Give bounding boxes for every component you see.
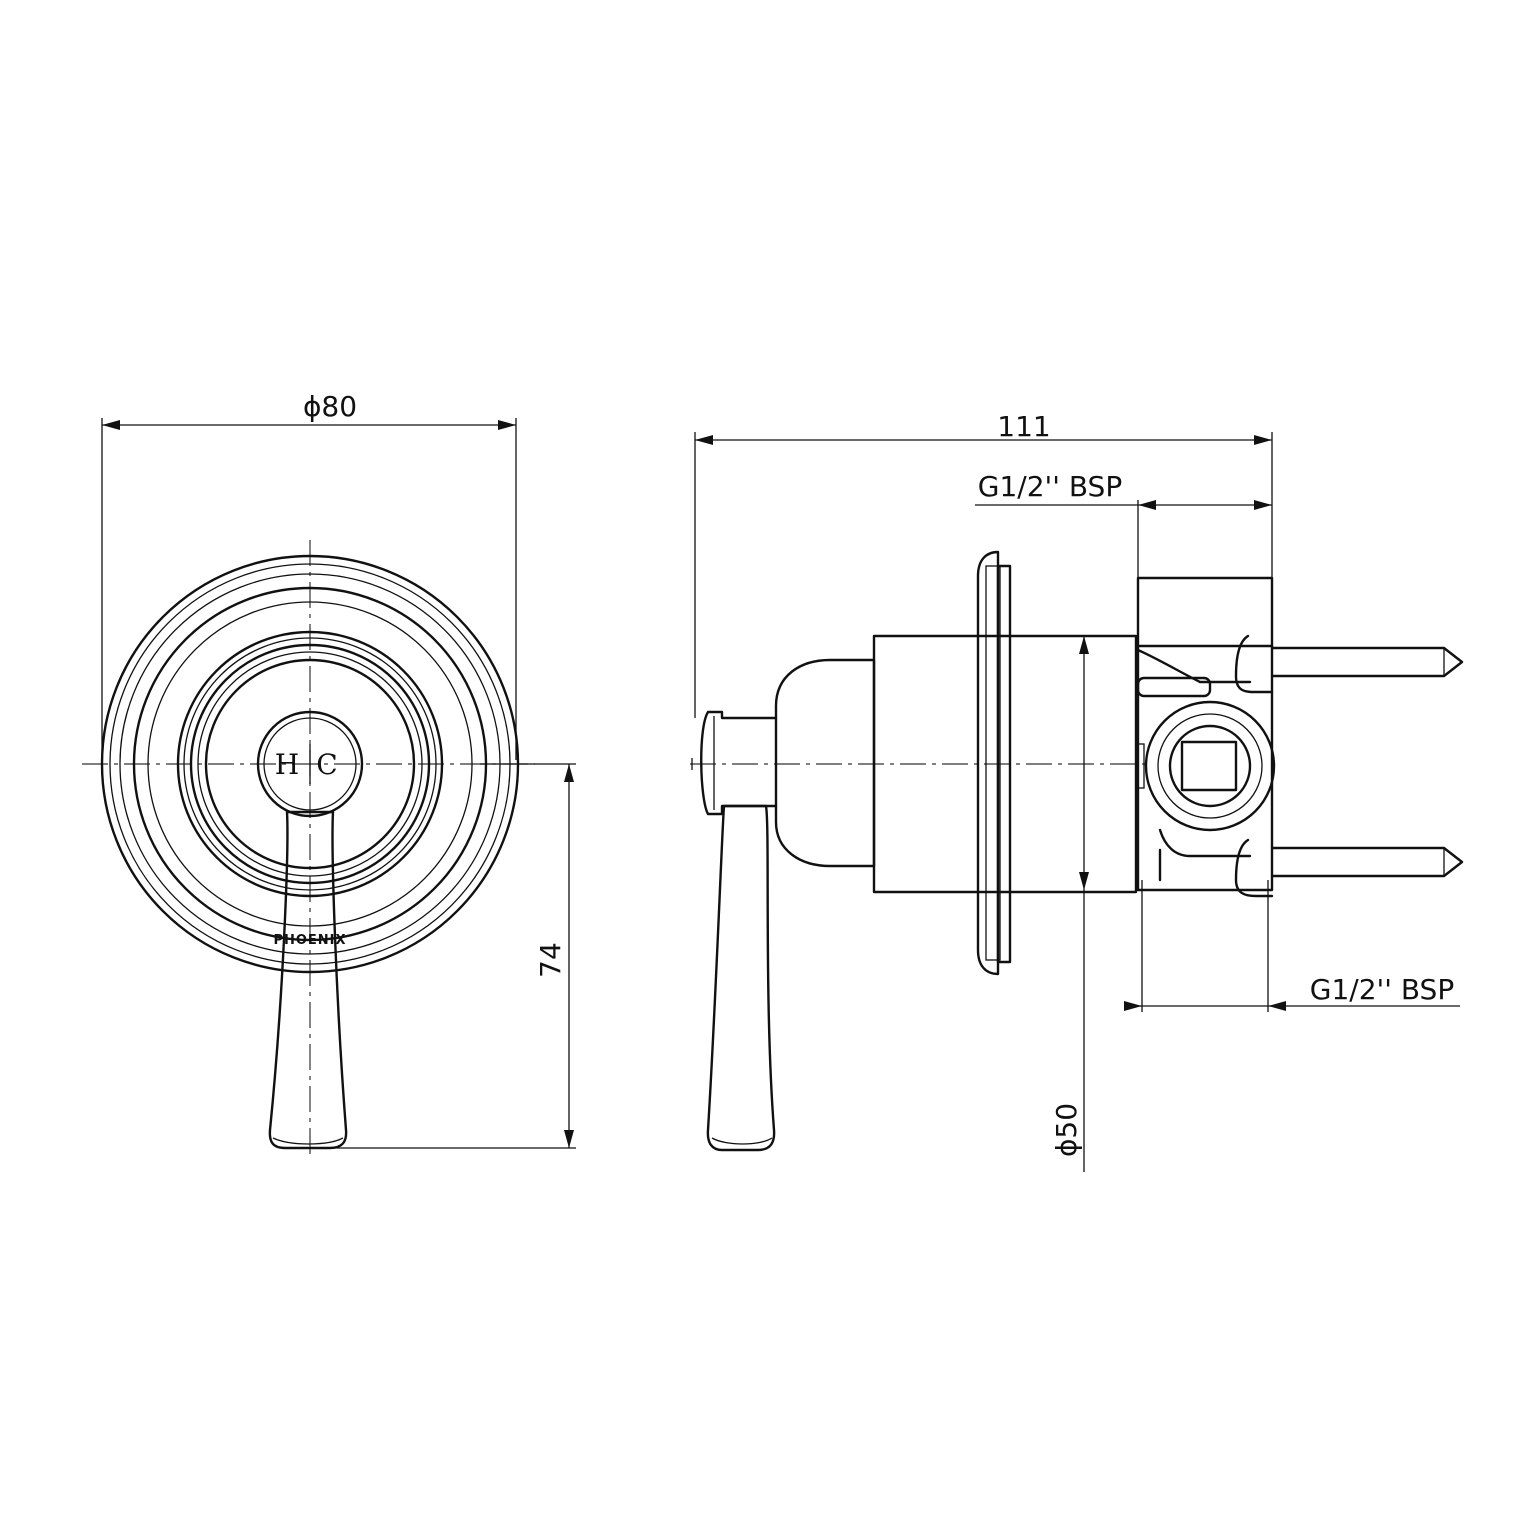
brand-mark: PHOENIX <box>273 933 346 948</box>
length-dimension: 111 <box>694 410 1273 718</box>
mixer-housing <box>1136 576 1276 892</box>
body-diameter-dimension: ϕ50 <box>1050 636 1089 1172</box>
front-view: H C PHOENIX ϕ80 74 <box>82 390 576 1158</box>
front-height-label: 74 <box>534 942 567 978</box>
dome-cover <box>774 658 876 868</box>
front-lever-handle <box>268 810 348 1150</box>
front-diameter-dimension: ϕ80 <box>101 390 517 760</box>
inlet-top-label: G1/2'' BSP <box>978 470 1122 503</box>
inlet-top-dimension: G1/2'' BSP <box>975 470 1272 578</box>
body-diameter-label: ϕ50 <box>1050 1103 1083 1157</box>
cold-label: C <box>316 748 337 781</box>
hub: H C <box>256 710 364 818</box>
length-label: 111 <box>997 410 1050 443</box>
side-lever <box>691 710 778 1152</box>
mounting-studs <box>1234 634 1464 898</box>
front-height-dimension: 74 <box>330 763 576 1149</box>
hot-label: H <box>275 748 299 781</box>
valve-body <box>872 634 1138 894</box>
side-view: 111 G1/2'' BSP G1/2'' BSP ϕ50 <box>690 410 1464 1172</box>
inlet-bottom-dimension: G1/2'' BSP <box>1124 880 1460 1012</box>
inlet-bottom-label: G1/2'' BSP <box>1310 973 1454 1006</box>
wall-flange <box>976 550 1012 976</box>
front-diameter-label: ϕ80 <box>303 390 357 423</box>
